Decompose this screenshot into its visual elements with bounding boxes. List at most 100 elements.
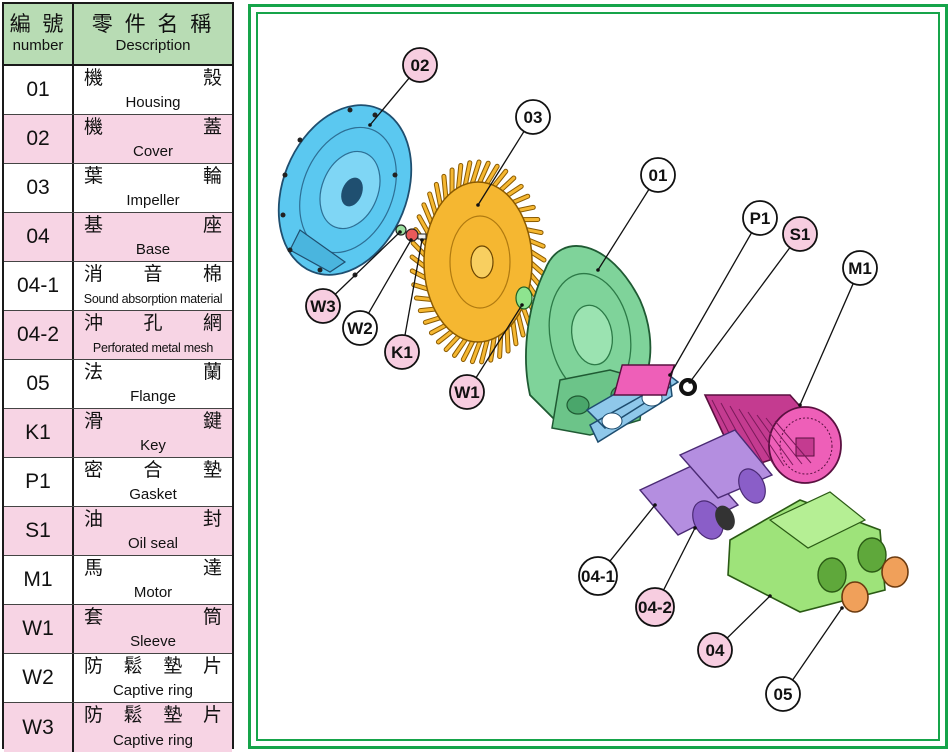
part-name-zh: 防鬆墊片 [84, 656, 222, 678]
header-number-zh: 編 號 [9, 13, 67, 36]
callout-circle [765, 676, 801, 712]
motor-fin [756, 414, 794, 466]
callout-04-1: 04-1 [578, 503, 657, 596]
leader-dot [368, 123, 372, 127]
part-name-zh: 油封 [84, 509, 222, 531]
impeller-blade-fill [505, 184, 523, 198]
impeller-blade-fill [428, 192, 438, 217]
callout-label: W1 [454, 383, 480, 402]
motor-center [795, 437, 815, 457]
part-number: 05 [4, 360, 74, 408]
part-name-en: Sleeve [130, 633, 176, 650]
callout-label: 05 [774, 685, 793, 704]
callout-circle [449, 374, 485, 410]
part-name-zh-char: 片 [202, 656, 222, 677]
parts-layer [277, 104, 909, 613]
part-name-zh-char: 消 [84, 264, 104, 285]
callout-circle [842, 250, 878, 286]
part-number: 01 [4, 66, 74, 114]
part-number: P1 [4, 458, 74, 506]
leader-line [369, 77, 410, 126]
housing-port-a [566, 395, 590, 415]
part-number: S1 [4, 507, 74, 555]
callout-03: 03 [476, 99, 551, 207]
part-name-zh-char: 防 [84, 705, 104, 726]
callout-w2: W2 [342, 238, 413, 346]
part-name-zh-char: 蘭 [202, 362, 222, 383]
leader-line [663, 527, 696, 591]
part-number: 04-1 [4, 262, 74, 310]
bolt [392, 172, 398, 178]
leader-dot [693, 526, 697, 530]
leader-line [799, 283, 854, 406]
part-name-zh-char: 防 [84, 656, 104, 677]
part-name-en: Oil seal [127, 535, 179, 552]
callout-circle [515, 99, 551, 135]
part-name-en: Captive ring [112, 732, 194, 749]
callout-circle [782, 216, 818, 252]
leader-line [334, 231, 401, 295]
impeller-blade-fill [478, 161, 490, 184]
bolt [287, 247, 293, 253]
sleeve-w1 [515, 286, 533, 310]
callout-circle [305, 288, 341, 324]
callout-p1: P1 [668, 200, 778, 377]
header-desc-en: Description [115, 37, 191, 54]
part-name-zh-char: 機 [84, 117, 104, 138]
impeller-blade-fill [444, 334, 461, 352]
part-name-zh: 滑鍵 [84, 411, 222, 433]
header-desc-cell: 零 件 名 稱 Description [74, 4, 232, 64]
part-name-zh-char: 蓋 [202, 117, 222, 138]
impeller-blade-fill [442, 174, 448, 201]
leader-dot [520, 303, 524, 307]
flange-b [881, 556, 909, 588]
callout-label: K1 [391, 343, 413, 362]
impeller-blade-fill [418, 307, 438, 313]
callout-circle [342, 310, 378, 346]
motor-terminal-box [613, 364, 676, 396]
part-name-zh-char: 滑 [84, 411, 104, 432]
impeller-blade-fill [511, 319, 518, 346]
part-number: 02 [4, 115, 74, 163]
foam-cylinder-b-end [738, 468, 766, 504]
part-number: W2 [4, 654, 74, 702]
cover-part [277, 104, 413, 278]
impeller-ring [449, 215, 511, 309]
impeller-blade-fill [463, 161, 472, 186]
leader-dot [476, 203, 480, 207]
callout-label: 02 [411, 56, 430, 75]
captive-ring-w3 [395, 224, 407, 236]
part-name-zh-char: 鬆 [123, 656, 143, 677]
impeller-blade-fill [452, 338, 467, 357]
callout-circle [384, 334, 420, 370]
leader-line [792, 607, 843, 681]
part-description: 油封 Oil seal [74, 507, 232, 555]
callout-label: W3 [310, 297, 336, 316]
part-name-zh: 機蓋 [84, 117, 222, 139]
part-name-zh-char: 合 [143, 460, 163, 481]
impeller-blade-fill [499, 176, 516, 192]
impeller-blade-fill [511, 194, 530, 205]
cover-hub [341, 177, 363, 207]
callout-circle [402, 47, 438, 83]
part-name-zh-char: 棉 [202, 264, 222, 285]
diagram-inner-border [256, 12, 940, 741]
table-header: 編 號 number 零 件 名 稱 Description [4, 4, 232, 66]
bolt [280, 212, 286, 218]
part-name-zh: 密合墊 [84, 460, 222, 482]
callout-label: M1 [848, 259, 872, 278]
part-name-zh: 機殼 [84, 68, 222, 90]
impeller-blade-fill [434, 182, 443, 208]
